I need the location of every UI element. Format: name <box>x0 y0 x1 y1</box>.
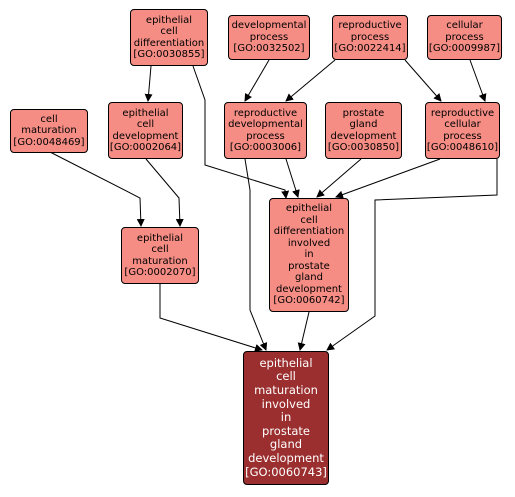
node-line: involved <box>261 396 311 411</box>
node-line: maturation <box>254 383 318 398</box>
node-line: development <box>248 450 324 465</box>
node-line: cellular <box>446 20 483 32</box>
node-line: cell <box>276 369 296 384</box>
node-line: development <box>112 130 179 142</box>
node-id: [GO:0009987] <box>428 43 501 55</box>
node-line: process <box>350 31 390 43</box>
node-id: [GO:0022414] <box>334 43 406 55</box>
node-line: maturation <box>132 255 188 267</box>
node-line: involved <box>287 237 331 249</box>
node-line: process <box>443 130 482 142</box>
node-line: epithelial <box>285 203 333 215</box>
node-id: [GO:0030855] <box>133 49 205 60</box>
node-id: [GO:0060743] <box>245 464 327 479</box>
node-line: development <box>330 130 397 142</box>
node-line: epithelial <box>145 14 193 26</box>
go-node-0003006[interactable]: reproductive developmental process [GO:0… <box>224 102 307 159</box>
node-line: epithelial <box>136 232 184 244</box>
node-line: cell <box>300 214 318 226</box>
node-line: gland <box>269 437 303 452</box>
node-line: prostate <box>288 260 330 272</box>
node-line: reproductive <box>338 20 402 32</box>
node-line: prostate <box>262 423 310 438</box>
go-node-0030855[interactable]: epithelial cell differentiation [GO:0030… <box>130 9 208 66</box>
node-line: process <box>445 31 484 43</box>
edge-0048610-to-0060742 <box>335 158 441 199</box>
node-line: cell <box>160 26 178 37</box>
go-node-0048610[interactable]: reproductive cellular process [GO:004861… <box>425 102 500 159</box>
go-node-0048469[interactable]: cell maturation [GO:0048469] <box>10 109 88 153</box>
go-node-0002064[interactable]: epithelial cell development [GO:0002064] <box>108 102 183 159</box>
node-line: in <box>304 249 314 261</box>
go-node-0032502[interactable]: developmental process [GO:0032502] <box>228 15 310 60</box>
node-line: process <box>249 31 289 43</box>
node-id: [GO:0030850] <box>327 142 400 153</box>
edge-0032502-to-0003006 <box>244 59 270 102</box>
edge-0060742-to-0060743 <box>297 311 310 351</box>
node-line: maturation <box>21 125 77 137</box>
node-line: developmental <box>231 20 307 32</box>
edge-0003006-to-0060743 <box>244 158 268 351</box>
node-id: [GO:0002070] <box>124 267 196 278</box>
node-line: reproductive <box>430 107 495 119</box>
node-id: [GO:0002064] <box>109 142 182 153</box>
node-id: [GO:0048469] <box>13 136 85 148</box>
node-line: cell <box>40 113 58 125</box>
go-node-0030850[interactable]: prostate gland development [GO:0030850] <box>325 102 402 159</box>
go-node-0022414[interactable]: reproductive process [GO:0022414] <box>332 15 408 60</box>
node-id: [GO:0032502] <box>233 43 305 55</box>
node-line: cellular <box>444 119 481 130</box>
node-line: epithelial <box>122 107 169 119</box>
edge-0009987-to-0048610 <box>469 59 487 102</box>
edge-0030850-to-0060742 <box>316 158 362 198</box>
node-line: epithelial <box>259 355 313 370</box>
go-node-0060742[interactable]: epithelial cell differentiation involved… <box>269 198 349 312</box>
node-line: in <box>280 410 292 425</box>
edge-0003006-to-0060742 <box>285 158 300 198</box>
edge-0002070-to-0060743 <box>159 284 263 352</box>
node-line: cell <box>136 119 155 130</box>
edge-0030855-to-0060742 <box>192 65 290 199</box>
node-id: [GO:0060742] <box>273 295 345 307</box>
node-line: cell <box>151 244 169 255</box>
edge-0030855-to-0002064 <box>144 65 153 102</box>
go-node-0009987[interactable]: cellular process [GO:0009987] <box>427 15 502 60</box>
node-line: gland <box>349 119 378 130</box>
go-node-0060743-target[interactable]: epithelial cell maturation involved in p… <box>243 351 329 485</box>
node-line: reproductive <box>233 107 298 119</box>
edge-0048610-to-0060743 <box>326 159 498 351</box>
node-line: differentiation <box>133 37 205 49</box>
node-line: process <box>246 130 285 142</box>
edge-0022414-to-0048610 <box>404 59 442 102</box>
edge-0048469-to-0002070 <box>49 151 145 227</box>
node-line: development <box>276 283 342 295</box>
node-line: prostate <box>342 107 385 119</box>
go-node-0002070[interactable]: epithelial cell maturation [GO:0002070] <box>121 227 199 284</box>
node-line: differentiation <box>273 226 345 238</box>
node-id: [GO:0048610] <box>426 142 499 153</box>
node-line: developmental <box>228 119 303 130</box>
edge-0022414-to-0003006 <box>285 59 336 102</box>
edge-0002064-to-0002070 <box>145 158 184 227</box>
node-id: [GO:0003006] <box>229 142 302 153</box>
node-line: gland <box>295 272 323 284</box>
